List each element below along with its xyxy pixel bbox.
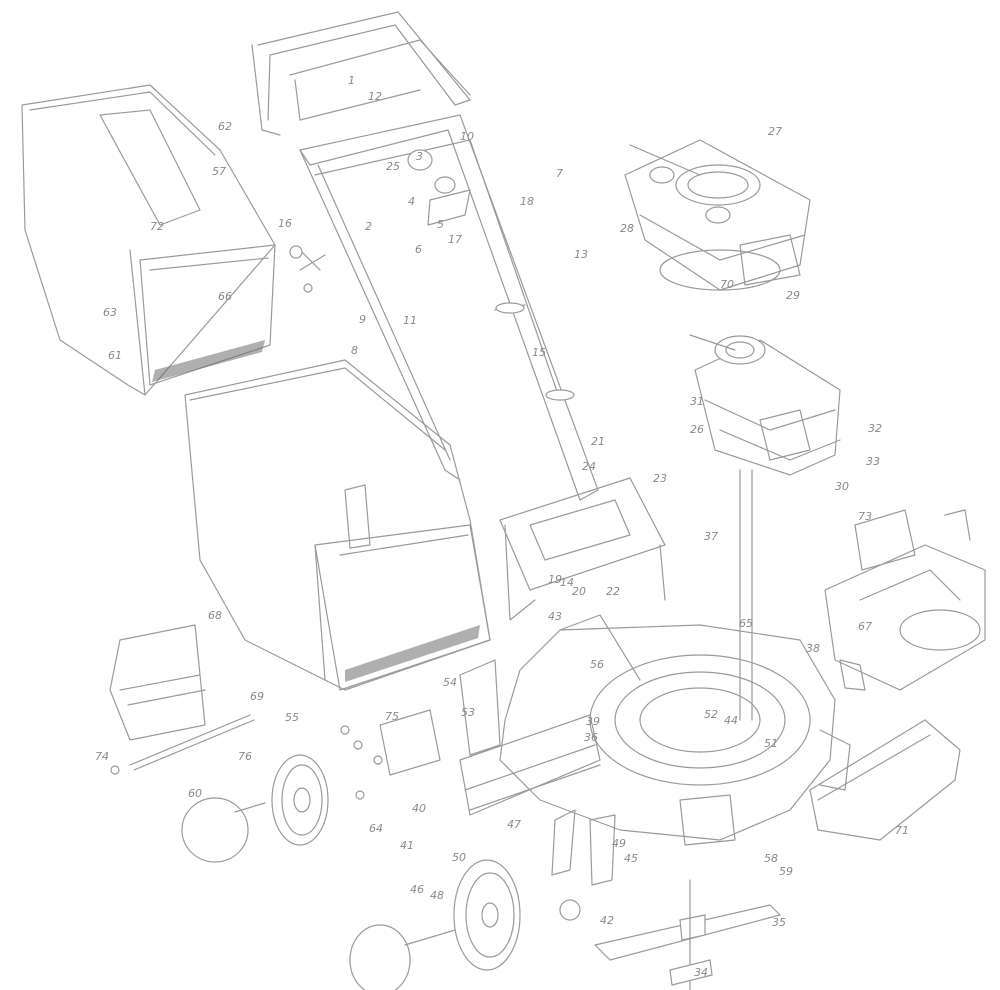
upper-handle: [251, 11, 471, 136]
part-label-56: 56: [590, 658, 604, 671]
part-label-45: 45: [624, 852, 638, 865]
part-label-21: 21: [591, 435, 605, 448]
part-label-42: 42: [600, 914, 614, 927]
mulch-plug: [109, 624, 206, 741]
part-label-10: 10: [460, 130, 474, 143]
part-label-43: 43: [548, 610, 562, 623]
part-label-4: 4: [408, 195, 415, 208]
engine-lower: [689, 334, 841, 721]
mower-deck: [459, 614, 851, 846]
part-label-23: 23: [653, 472, 667, 485]
part-label-28: 28: [620, 222, 634, 235]
part-label-35: 35: [772, 916, 786, 929]
part-label-36: 36: [584, 731, 598, 744]
part-label-54: 54: [443, 676, 457, 689]
part-label-74: 74: [95, 750, 109, 763]
part-label-29: 29: [786, 289, 800, 302]
part-label-75: 75: [385, 710, 399, 723]
part-label-19: 19: [548, 573, 562, 586]
side-discharge-parts: [824, 509, 986, 691]
part-label-15: 15: [532, 346, 546, 359]
part-label-52: 52: [704, 708, 718, 721]
part-label-20: 20: [572, 585, 586, 598]
part-label-55: 55: [285, 711, 299, 724]
part-label-38: 38: [806, 642, 820, 655]
part-label-22: 22: [606, 585, 620, 598]
part-label-58: 58: [764, 852, 778, 865]
part-label-7: 7: [556, 167, 563, 180]
part-label-5: 5: [437, 218, 444, 231]
part-label-50: 50: [452, 851, 466, 864]
part-label-76: 76: [238, 750, 252, 763]
part-label-6: 6: [415, 243, 422, 256]
part-label-66: 66: [218, 290, 232, 303]
part-label-64: 64: [369, 822, 383, 835]
part-label-68: 68: [208, 609, 222, 622]
part-label-26: 26: [690, 423, 704, 436]
part-label-2: 2: [365, 220, 372, 233]
part-label-24: 24: [582, 460, 596, 473]
part-label-70: 70: [720, 278, 734, 291]
part-label-9: 9: [359, 313, 366, 326]
part-label-27: 27: [768, 125, 782, 138]
part-label-34: 34: [694, 966, 708, 979]
engine-upper: [624, 139, 811, 291]
part-label-41: 41: [400, 839, 414, 852]
part-label-40: 40: [412, 802, 426, 815]
part-label-3: 3: [416, 150, 423, 163]
part-label-65: 65: [739, 617, 753, 630]
part-label-13: 13: [574, 248, 588, 261]
part-label-49: 49: [612, 837, 626, 850]
part-label-17: 17: [448, 233, 462, 246]
part-label-47: 47: [507, 818, 521, 831]
part-label-53: 53: [461, 706, 475, 719]
part-label-61: 61: [108, 349, 122, 362]
part-label-39: 39: [586, 715, 600, 728]
part-label-62: 62: [218, 120, 232, 133]
part-label-18: 18: [520, 195, 534, 208]
part-label-51: 51: [764, 737, 778, 750]
part-label-25: 25: [386, 160, 400, 173]
part-number-labels: 1234567891011121314151617181920212223242…: [95, 74, 909, 979]
part-label-32: 32: [868, 422, 882, 435]
height-adjusters: [340, 659, 616, 886]
lower-handle: [289, 114, 599, 501]
part-label-11: 11: [403, 314, 417, 327]
part-label-57: 57: [212, 165, 226, 178]
part-label-69: 69: [250, 690, 264, 703]
blade: [594, 879, 781, 990]
part-label-72: 72: [150, 220, 164, 233]
part-label-67: 67: [858, 620, 872, 633]
rear-guard: [809, 719, 961, 841]
part-label-31: 31: [690, 395, 704, 408]
part-label-73: 73: [858, 510, 872, 523]
rear-wheel: [181, 754, 329, 863]
part-label-48: 48: [430, 889, 444, 902]
handle-panel: [499, 477, 666, 621]
part-label-63: 63: [103, 306, 117, 319]
grass-bag-upper: [21, 84, 276, 396]
front-wheel: [349, 859, 581, 990]
part-label-30: 30: [835, 480, 849, 493]
part-label-1: 1: [348, 74, 355, 87]
part-label-59: 59: [779, 865, 793, 878]
grass-bag-lower: [184, 359, 491, 691]
part-label-33: 33: [866, 455, 880, 468]
part-label-16: 16: [278, 217, 292, 230]
part-label-14: 14: [560, 576, 574, 589]
part-label-60: 60: [188, 787, 202, 800]
part-label-44: 44: [724, 714, 738, 727]
part-label-8: 8: [351, 344, 358, 357]
part-label-46: 46: [410, 883, 424, 896]
part-label-37: 37: [704, 530, 718, 543]
part-label-12: 12: [368, 90, 382, 103]
part-label-71: 71: [895, 824, 909, 837]
rear-axle: [110, 714, 255, 775]
